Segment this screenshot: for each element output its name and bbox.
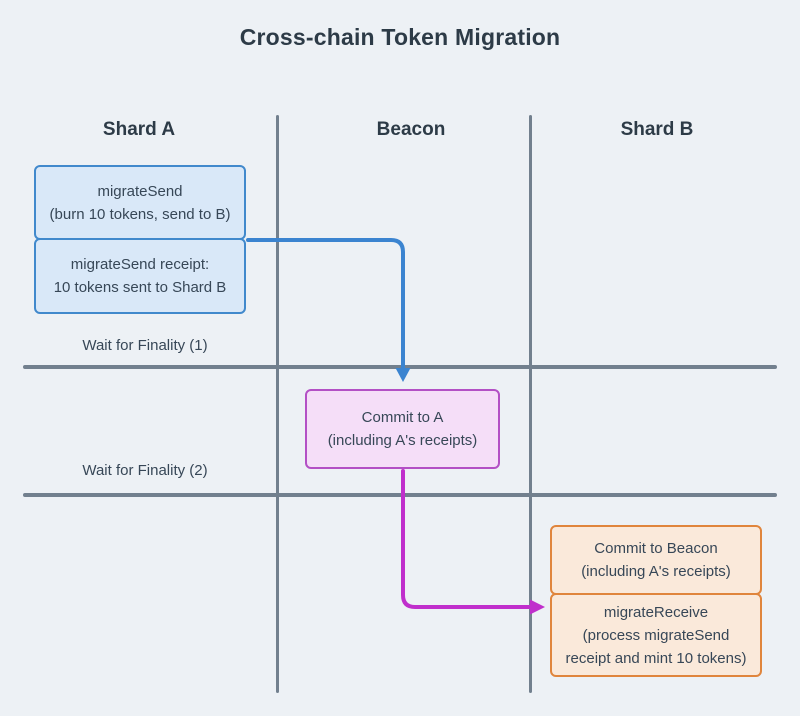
column-header-shard-a: Shard A (102, 119, 176, 140)
column-header-beacon: Beacon (376, 119, 446, 140)
box-commit-to-a-line1: Commit to A (361, 409, 444, 426)
finality-label-1: Wait for Finality (1) (82, 337, 208, 354)
diagram-title: Cross-chain Token Migration (239, 24, 561, 50)
box-migrate-send-receipt-line2: 10 tokens sent to Shard B (53, 279, 227, 296)
column-header-shard-b: Shard B (620, 119, 694, 140)
box-migrate-receive-line2: (process migrateSend (582, 626, 730, 644)
box-migrate-send-line1: migrateSend (97, 182, 183, 200)
finality-line-2 (23, 493, 777, 497)
box-migrate-receive: migrateReceive (process migrateSend rece… (550, 593, 762, 677)
box-commit-to-beacon: Commit to Beacon (including A's receipts… (550, 525, 762, 595)
finality-line-1 (23, 365, 777, 369)
arrow-send-to-beacon-head (395, 368, 411, 382)
finality-label-2: Wait for Finality (2) (82, 462, 208, 479)
box-migrate-send-line2: (burn 10 tokens, send to B) (49, 205, 231, 223)
box-migrate-receive-line1: migrateReceive (603, 603, 709, 621)
column-divider-left (276, 115, 279, 693)
box-commit-to-beacon-line1: Commit to Beacon (594, 540, 718, 557)
box-migrate-receive-line3: receipt and mint 10 tokens) (565, 649, 747, 667)
box-migrate-send-receipt: migrateSend receipt: 10 tokens sent to S… (34, 238, 246, 314)
arrow-beacon-to-shard-b-head (530, 599, 545, 615)
arrow-beacon-to-shard-b (401, 469, 533, 609)
arrow-send-to-beacon (246, 238, 405, 371)
box-commit-to-beacon-line2: (including A's receipts) (581, 563, 731, 580)
column-divider-right (529, 115, 532, 693)
box-migrate-send-receipt-line1: migrateSend receipt: (70, 256, 210, 273)
box-commit-to-a: Commit to A (including A's receipts) (305, 389, 500, 469)
box-commit-to-a-line2: (including A's receipts) (327, 432, 478, 449)
box-migrate-send: migrateSend (burn 10 tokens, send to B) (34, 165, 246, 240)
